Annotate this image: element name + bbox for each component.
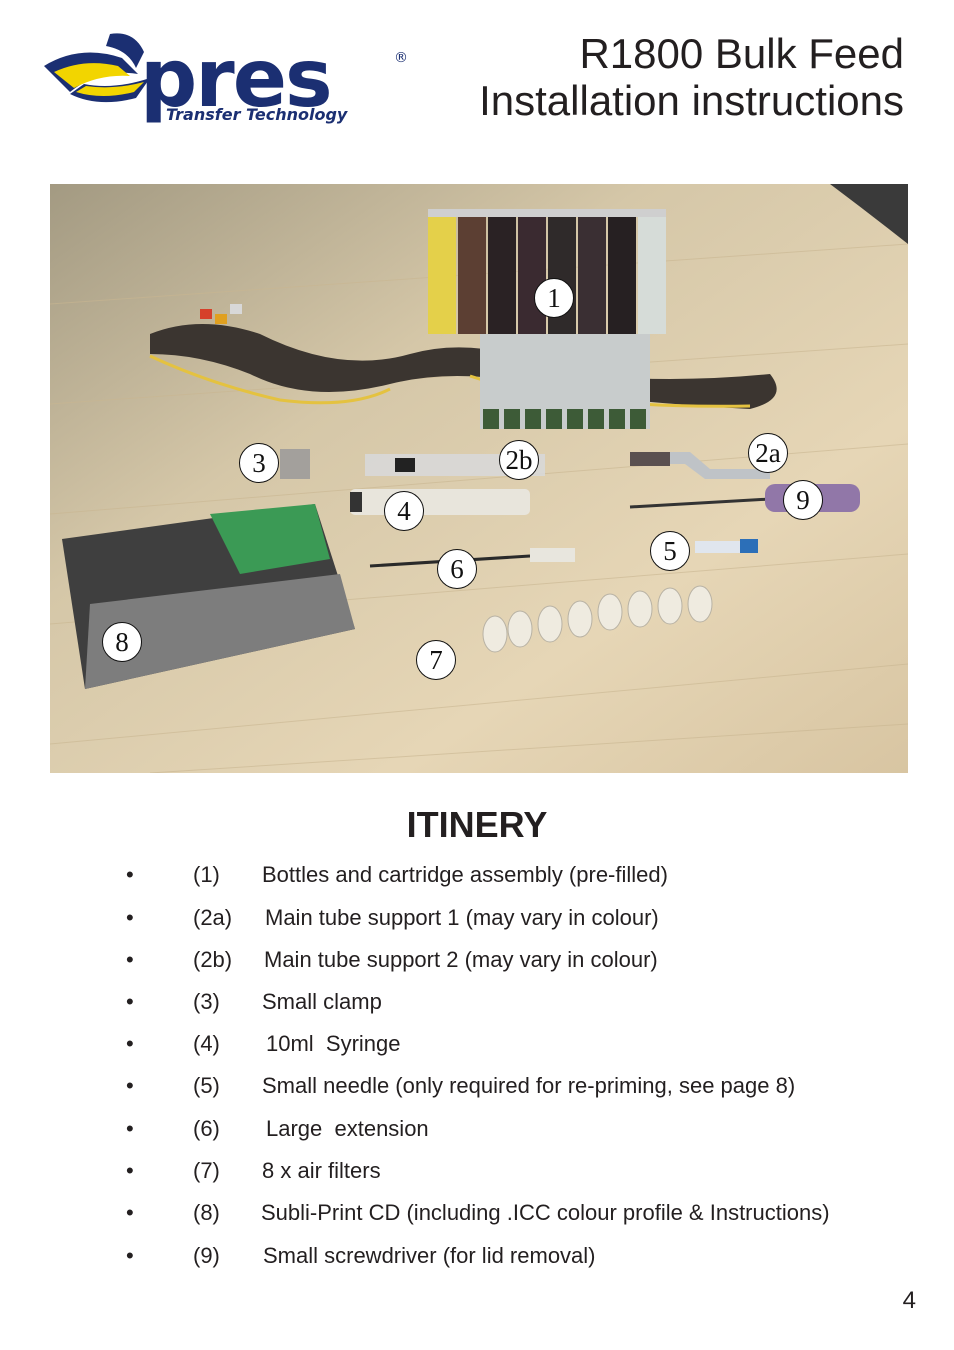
bullet: • <box>126 1158 134 1183</box>
callout-7-label: 7 <box>429 644 443 675</box>
callout-2b: 2b <box>499 440 539 480</box>
callout-1: 1 <box>534 278 574 318</box>
item-number: (3) <box>193 989 220 1014</box>
item-description: Small screwdriver (for lid removal) <box>263 1243 596 1268</box>
item-description: Small needle (only required for re-primi… <box>262 1073 796 1098</box>
callout-6: 6 <box>437 549 477 589</box>
bullet: • <box>126 905 134 930</box>
item-description: Large extension <box>266 1116 429 1141</box>
callout-4-label: 4 <box>397 495 411 526</box>
callout-5-label: 5 <box>663 535 677 566</box>
kit-photo-illustration <box>50 184 908 773</box>
callout-2a-label: 2a <box>755 437 781 468</box>
xpres-logo-graphic: pres ® Transfer Technology <box>44 32 408 125</box>
bullet: • <box>126 947 134 972</box>
item-number: (2b) <box>193 947 233 972</box>
page-title: R1800 Bulk Feed Installation instruction… <box>479 30 904 124</box>
xpres-logo: pres ® Transfer Technology <box>40 28 420 128</box>
item-description: Bottles and cartridge assembly (pre-fill… <box>262 862 668 887</box>
item-number: (1) <box>193 862 220 887</box>
svg-text:Transfer Technology: Transfer Technology <box>166 105 348 124</box>
svg-text:pres: pres <box>140 32 331 125</box>
itinerary-heading: ITINERY <box>406 804 548 845</box>
bullet: • <box>126 1200 134 1225</box>
item-number: (4) <box>193 1031 220 1056</box>
callout-7: 7 <box>416 640 456 680</box>
svg-text:®: ® <box>394 50 408 66</box>
item-number: (6) <box>193 1116 220 1141</box>
kit-contents-photo: 1 2a 2b 3 4 5 6 7 8 9 <box>50 184 908 773</box>
bullet: • <box>126 989 134 1014</box>
title-line-2: Installation instructions <box>479 77 904 124</box>
page-number: 4 <box>902 1287 916 1314</box>
callout-2b-label: 2b <box>505 444 533 475</box>
callout-2a: 2a <box>748 433 788 473</box>
callout-5: 5 <box>650 531 690 571</box>
item-description: Small clamp <box>262 989 382 1014</box>
item-description: Main tube support 1 (may vary in colour) <box>265 905 659 930</box>
item-description: Main tube support 2 (may vary in colour) <box>264 947 658 972</box>
callout-1-label: 1 <box>547 282 561 313</box>
callout-9-label: 9 <box>796 484 810 515</box>
bullet: • <box>126 1243 134 1268</box>
callout-8-label: 8 <box>115 626 129 657</box>
bullet: • <box>126 1116 134 1141</box>
title-line-1: R1800 Bulk Feed <box>579 30 904 77</box>
callout-9: 9 <box>783 480 823 520</box>
bullet: • <box>126 862 134 887</box>
item-description: 8 x air filters <box>262 1158 381 1183</box>
item-number: (8) <box>193 1200 220 1225</box>
bullet: • <box>126 1031 134 1056</box>
callout-6-label: 6 <box>450 553 464 584</box>
callout-4: 4 <box>384 491 424 531</box>
item-number: (9) <box>193 1243 220 1268</box>
item-number: (5) <box>193 1073 220 1098</box>
item-number: (7) <box>193 1158 220 1183</box>
item-number: (2a) <box>193 905 233 930</box>
callout-8: 8 <box>102 622 142 662</box>
callout-3: 3 <box>239 443 279 483</box>
item-description: Subli-Print CD (including .ICC colour pr… <box>261 1200 830 1225</box>
bullet: • <box>126 1073 134 1098</box>
callout-3-label: 3 <box>252 447 266 478</box>
item-description: 10ml Syringe <box>266 1031 401 1056</box>
